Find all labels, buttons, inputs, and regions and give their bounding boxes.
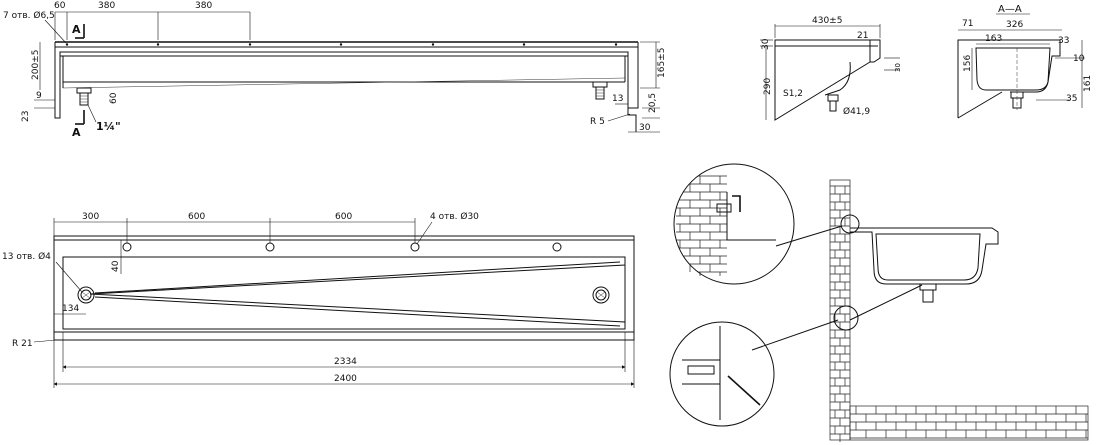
dim-9: 9 [36,91,42,101]
back-holes [122,242,562,252]
installation-view [669,163,1089,442]
dim-380-b: 380 [195,1,212,11]
section-dim-161: 161 [1083,75,1093,92]
dim-30-right: 30 [639,123,651,133]
label-holes-4: 13 отв. Ø4 [2,251,51,262]
label-rim-holes: 7 отв. Ø6,5 [3,10,55,21]
drain-left [77,286,95,304]
end-dim-290: 290 [763,78,773,95]
section-dim-35: 35 [1066,94,1077,104]
thread-label: 1¼" [96,120,121,133]
label-holes-30: 4 отв. Ø30 [430,211,479,222]
plan-dim-300: 300 [82,212,99,222]
end-dim-s: S1,2 [783,89,803,99]
section-view: A—A 71 326 163 33 10 156 161 35 [957,4,1093,119]
section-title: A—A [998,4,1022,15]
dim-380-a: 380 [98,1,115,11]
plan-dim-134: 134 [62,304,79,314]
end-view: 430±5 30 290 21 S1,2 Ø41,9 30 [760,16,902,121]
end-dim-430: 430±5 [812,16,842,26]
section-dim-10: 10 [1073,54,1085,64]
section-mark-top: A [72,23,81,36]
dim-23: 23 [21,111,31,122]
end-dim-dia: Ø41,9 [843,106,870,117]
end-dim-30-right: 30 [894,63,902,72]
section-dim-163: 163 [985,34,1002,44]
dim-200: 200±5 [31,50,41,80]
plan-dim-r21: R 21 [12,339,33,349]
dim-165: 165±5 [657,48,667,78]
plan-dim-2400: 2400 [334,374,357,384]
dim-20-5: 20,5 [648,93,658,113]
plan-dim-2334: 2334 [334,357,357,367]
dim-r5: R 5 [590,117,605,127]
plan-dim-600-a: 600 [188,212,205,222]
rim-holes [65,43,618,46]
dim-13: 13 [612,94,623,104]
side-view: 60 380 380 7 отв. Ø6,5 A A 1¼" 200±5 9 2… [3,1,667,139]
section-dim-33: 33 [1058,36,1069,46]
end-dim-21: 21 [857,31,868,41]
section-dim-71: 71 [962,19,973,29]
drain-right [592,286,610,304]
plan-view: 300 600 600 4 отв. Ø30 13 отв. Ø4 40 134… [2,211,635,388]
section-dim-326: 326 [1006,20,1023,30]
plan-dim-600-b: 600 [335,212,352,222]
section-mark-bottom: A [72,126,81,139]
end-dim-30: 30 [761,38,771,50]
plan-dim-40: 40 [111,260,121,272]
dim-60-vert: 60 [109,92,119,104]
section-dim-156: 156 [963,55,973,72]
dim-60-top: 60 [54,1,66,11]
